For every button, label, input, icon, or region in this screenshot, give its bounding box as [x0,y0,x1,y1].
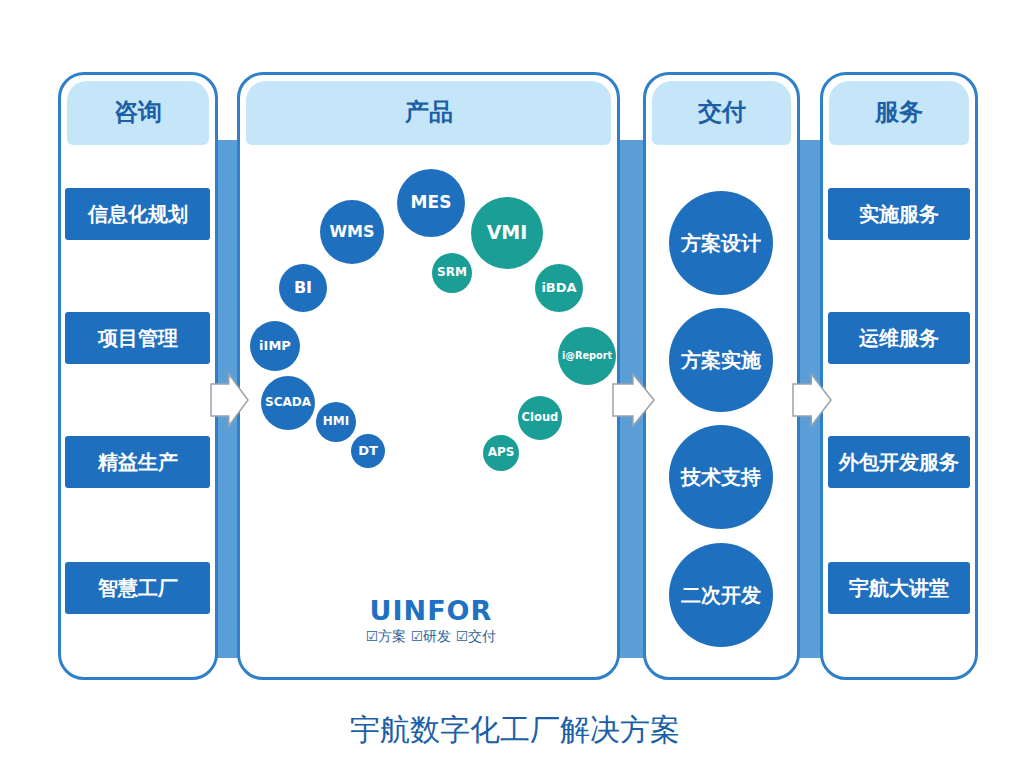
node-label: 智慧工厂 [98,577,178,600]
service-box: 信息化规划 [65,188,210,240]
product-circle: DT [351,434,385,468]
caption: 宇航数字化工厂解决方案 [350,710,680,751]
product-circle: Cloud [518,396,562,440]
column-title: 咨询 [114,99,162,127]
product-circle: 方案实施 [669,308,773,412]
node-label: 宇航大讲堂 [849,577,949,600]
node-label: SRM [437,266,467,280]
service-box: 项目管理 [65,312,210,364]
node-label: iBDA [541,281,576,296]
column-panel: 产品 MES WMS VMI BI SRM iBDA iIMP i@ReportSCADA Clo… [237,72,620,680]
column-header: 产品 [246,81,611,145]
service-box: 精益生产 [65,436,210,488]
logo-slogan: ☑方案 ☑研发 ☑交付 [366,628,497,646]
node-label: BI [294,279,312,297]
node-label: 精益生产 [98,451,178,474]
node-label: DT [358,444,378,459]
column-panel: 交付方案设计方案实施技术支持二次开发 [643,72,800,680]
service-box: 实施服务 [828,188,970,240]
service-box: 智慧工厂 [65,562,210,614]
node-label: SCADA [265,396,311,410]
product-circle: 方案设计 [669,191,773,295]
logo-text: UINFOR [370,595,493,626]
product-circle: 二次开发 [669,543,773,647]
column-header: 交付 [652,81,791,145]
product-circle: MES [397,169,465,237]
column-title: 交付 [698,99,746,127]
product-circle: iIMP [250,321,300,371]
node-label: HMI [323,415,349,429]
product-circle: 技术支持 [669,425,773,529]
product-circle: WMS [320,200,384,264]
node-label: i@Report [562,350,612,361]
node-label: 二次开发 [681,584,761,607]
node-label: 技术支持 [681,466,761,489]
product-circle: SRM [432,253,472,293]
product-circle: APS [483,435,519,471]
node-label: 信息化规划 [88,203,188,226]
column-panel: 咨询信息化规划项目管理精益生产智慧工厂 [58,72,218,680]
product-circle: VMI [471,197,543,269]
node-label: 运维服务 [859,327,939,350]
node-label: 项目管理 [98,327,178,350]
column-title: 服务 [875,99,923,127]
node-label: 方案设计 [681,232,761,255]
product-circle: HMI [316,402,356,442]
node-label: Cloud [522,411,559,424]
product-circle: SCADA [261,376,315,430]
node-label: MES [411,193,452,213]
node-label: WMS [329,223,374,241]
column-header: 服务 [829,81,969,145]
node-label: 外包开发服务 [839,451,959,474]
node-label: iIMP [259,339,291,354]
node-label: 实施服务 [859,203,939,226]
service-box: 外包开发服务 [828,436,970,488]
node-label: APS [488,446,515,460]
service-box: 宇航大讲堂 [828,562,970,614]
column-title: 产品 [405,99,453,127]
product-circle: iBDA [535,264,583,312]
column-panel: 服务实施服务运维服务外包开发服务宇航大讲堂 [820,72,978,680]
product-circle: i@Report [558,327,616,385]
service-box: 运维服务 [828,312,970,364]
node-label: 方案实施 [681,349,761,372]
node-label: VMI [487,222,528,244]
product-circle: BI [279,264,327,312]
column-header: 咨询 [67,81,209,145]
